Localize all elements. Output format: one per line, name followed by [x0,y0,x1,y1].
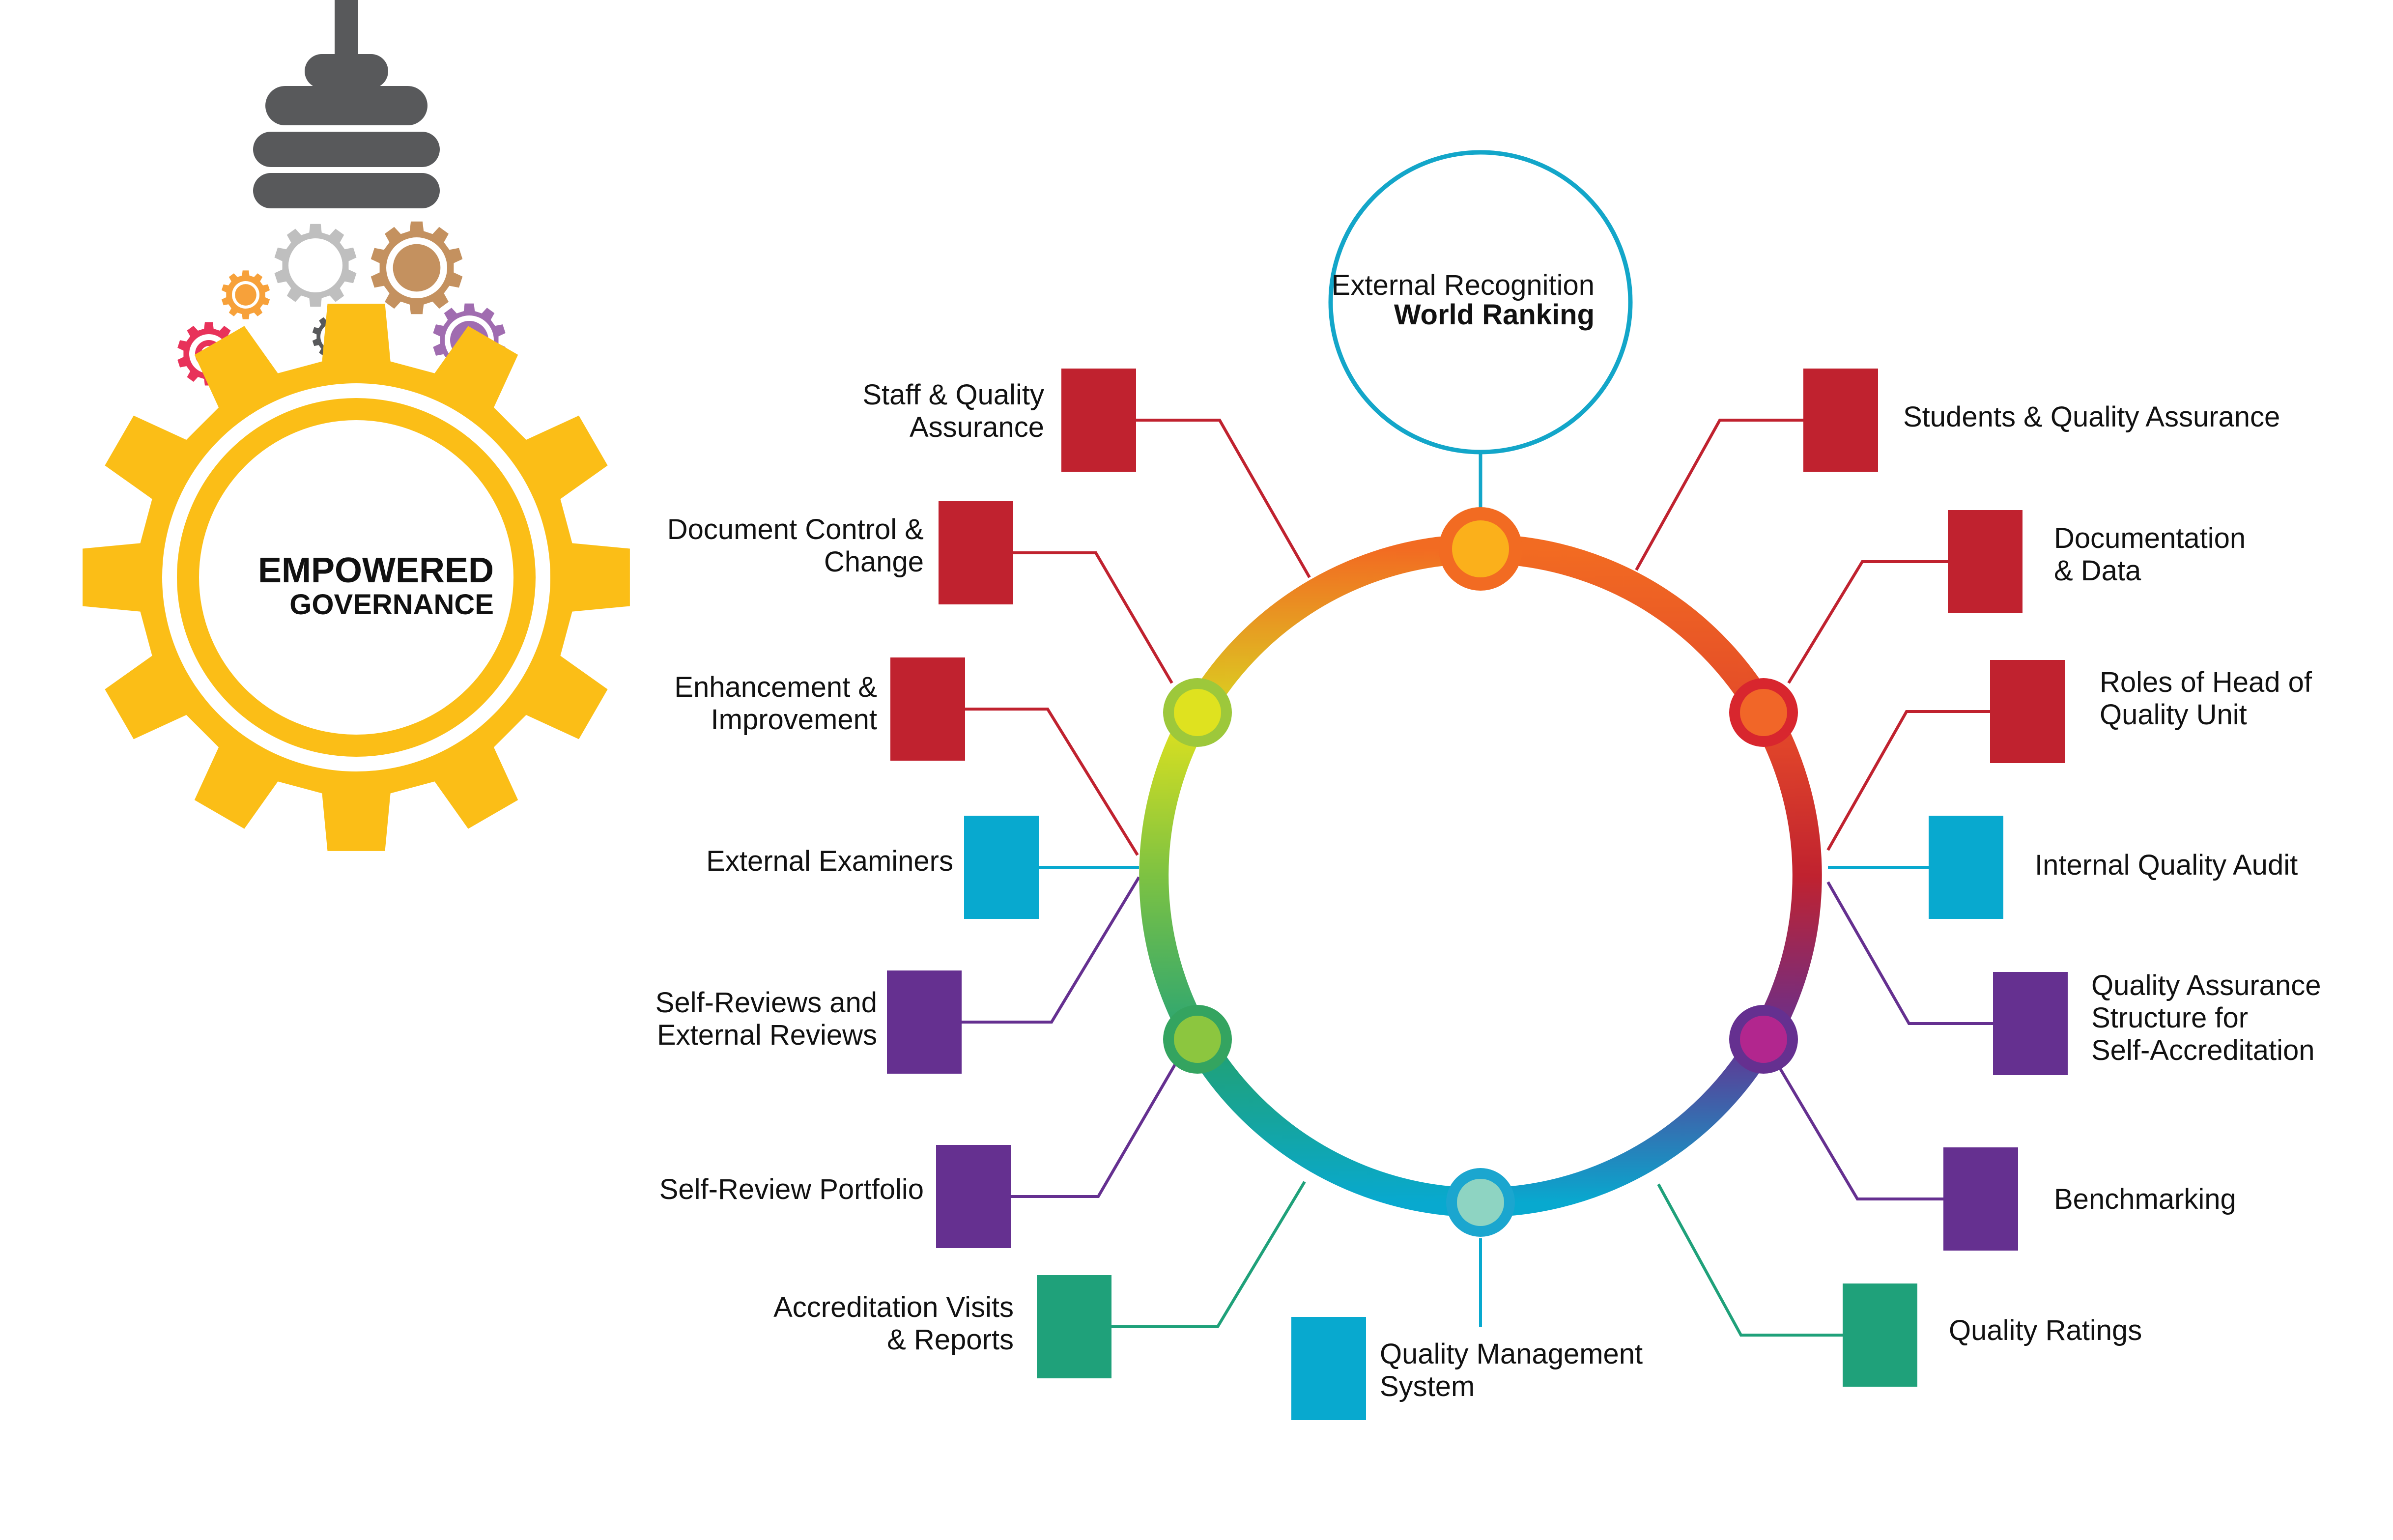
connector-documentation-data [1787,560,1948,684]
box-staff-quality-assurance [1061,369,1136,472]
label-line: Quality Unit [2100,699,2247,731]
ring-left-arc [1139,534,1481,1217]
label-line: Benchmarking [2054,1183,2236,1215]
label-benchmarking: Benchmarking [2054,1183,2236,1215]
node-bottom [1446,1168,1515,1237]
label-enhancement-improvement: Enhancement &Improvement [674,671,877,736]
label-line: Documentation [2054,522,2246,554]
label-line: & Reports [887,1324,1014,1356]
orange-small-gear-icon [221,270,270,319]
box-qa-structure-self-accreditation [1993,972,2068,1075]
connector-accreditation-visits-reports [1111,1181,1306,1328]
label-line: External Examiners [706,845,953,877]
hub-title-line2: World Ranking [1394,299,1595,331]
connector-students-quality-assurance [1635,419,1803,571]
label-line: & Data [2054,555,2141,587]
logo-title-line1: EMPOWERED [258,551,494,590]
hub-circle [1328,150,1633,455]
box-internal-quality-audit [1929,816,2003,919]
label-self-review-portfolio: Self-Review Portfolio [659,1173,924,1205]
node-lower-left [1163,1005,1232,1074]
label-line: Quality Assurance [2091,970,2321,1001]
label-external-examiners: External Examiners [706,845,953,877]
hub-title-line1: External Recognition [1332,269,1595,301]
label-line: Internal Quality Audit [2035,849,2298,881]
label-line: Self-Review Portfolio [659,1173,924,1205]
connector-self-review-portfolio [1011,1060,1178,1198]
label-line: Document Control & [667,513,924,545]
connector-enhancement-improvement [965,708,1139,856]
ring-nodes [1163,507,1798,1237]
label-line: Improvement [711,704,877,736]
label-quality-ratings: Quality Ratings [1949,1314,2142,1346]
box-document-control-change [939,501,1013,604]
connector-document-control-change [1013,551,1173,684]
box-roles-head-quality-unit [1990,660,2065,763]
process-ring [1139,534,1822,1217]
connector-benchmarking [1777,1065,1943,1200]
label-line: Staff & Quality [862,379,1044,411]
box-documentation-data [1948,510,2023,613]
connector-roles-head-quality-unit [1826,710,1990,851]
box-self-reviews-external-reviews [887,970,962,1074]
label-line: Students & Quality Assurance [1903,401,2280,433]
bulb-socket-icon [253,0,440,208]
empowered-governance-logo: EMPOWERED GOVERNANCE [83,0,630,851]
box-students-quality-assurance [1803,369,1878,472]
label-students-quality-assurance: Students & Quality Assurance [1903,401,2280,433]
label-line: Assurance [910,411,1044,443]
label-line: System [1380,1370,1475,1402]
gray-small-gear-icon [274,224,357,307]
label-line: Self-Reviews and [655,987,877,1019]
ring-right-arc [1480,534,1822,1217]
box-self-review-portfolio [936,1145,1011,1248]
label-internal-quality-audit: Internal Quality Audit [2035,849,2298,881]
label-line: External Reviews [657,1019,877,1051]
label-line: Structure for [2091,1002,2248,1034]
label-line: Accreditation Visits [773,1291,1014,1323]
node-upper-left [1163,678,1232,747]
item-boxes [887,369,2068,1420]
box-external-examiners [964,816,1039,919]
big-gear-center [199,420,513,735]
box-quality-ratings [1843,1283,1917,1387]
label-line: Roles of Head of [2100,666,2312,698]
logo-title-line2: GOVERNANCE [289,589,494,621]
node-lower-right [1729,1005,1798,1074]
label-documentation-data: Documentation& Data [2054,522,2246,587]
box-benchmarking [1943,1147,2018,1251]
node-upper-right [1729,678,1798,747]
node-top [1439,507,1522,591]
connector-qa-structure-self-accreditation [1826,881,1993,1025]
connector-self-reviews-external-reviews [962,876,1140,1024]
label-accreditation-visits-reports: Accreditation Visits& Reports [773,1291,1014,1356]
brown-small-gear-icon [370,221,463,314]
label-line: Enhancement & [674,671,877,703]
connector-lines [962,419,1993,1337]
box-enhancement-improvement [890,657,965,761]
connector-staff-quality-assurance [1136,419,1311,578]
label-line: Quality Management [1380,1338,1643,1370]
label-document-control-change: Document Control &Change [667,513,924,578]
box-accreditation-visits-reports [1037,1275,1111,1378]
label-line: Self-Accreditation [2091,1034,2315,1066]
label-line: Quality Ratings [1949,1314,2142,1346]
box-quality-management-system [1291,1317,1366,1420]
label-line: Change [824,546,924,578]
connector-quality-ratings [1657,1183,1843,1337]
